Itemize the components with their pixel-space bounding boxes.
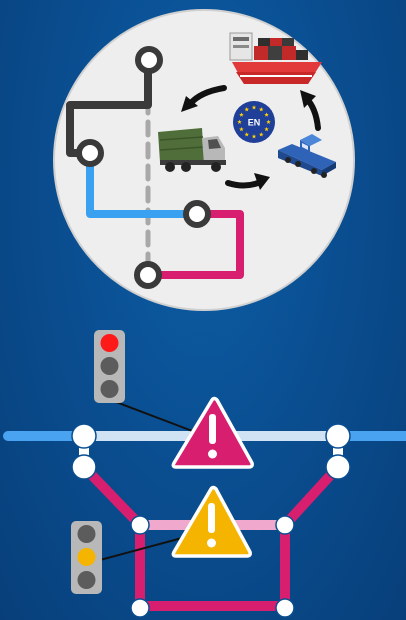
node-detour-top-left (131, 516, 149, 534)
node-main-left-lower (72, 455, 96, 479)
node-main-left (72, 424, 96, 448)
station-middle (186, 203, 208, 225)
traffic-signal-icon (94, 330, 125, 403)
signal-yellow-lamp (78, 548, 96, 566)
eu-badge: EN (233, 101, 275, 143)
station-left (79, 142, 101, 164)
eu-badge-label: EN (248, 118, 261, 128)
node-main-right (326, 424, 350, 448)
node-detour-bottom-right (276, 599, 294, 617)
station-bottom (137, 264, 159, 286)
signal-red-lamp (101, 334, 119, 352)
traffic-signal-icon (71, 521, 102, 594)
node-detour-bottom-left (131, 599, 149, 617)
signal-connector-top (116, 402, 195, 432)
node-main-right-lower (326, 455, 350, 479)
node-detour-top-right (276, 516, 294, 534)
station-top (138, 49, 160, 71)
